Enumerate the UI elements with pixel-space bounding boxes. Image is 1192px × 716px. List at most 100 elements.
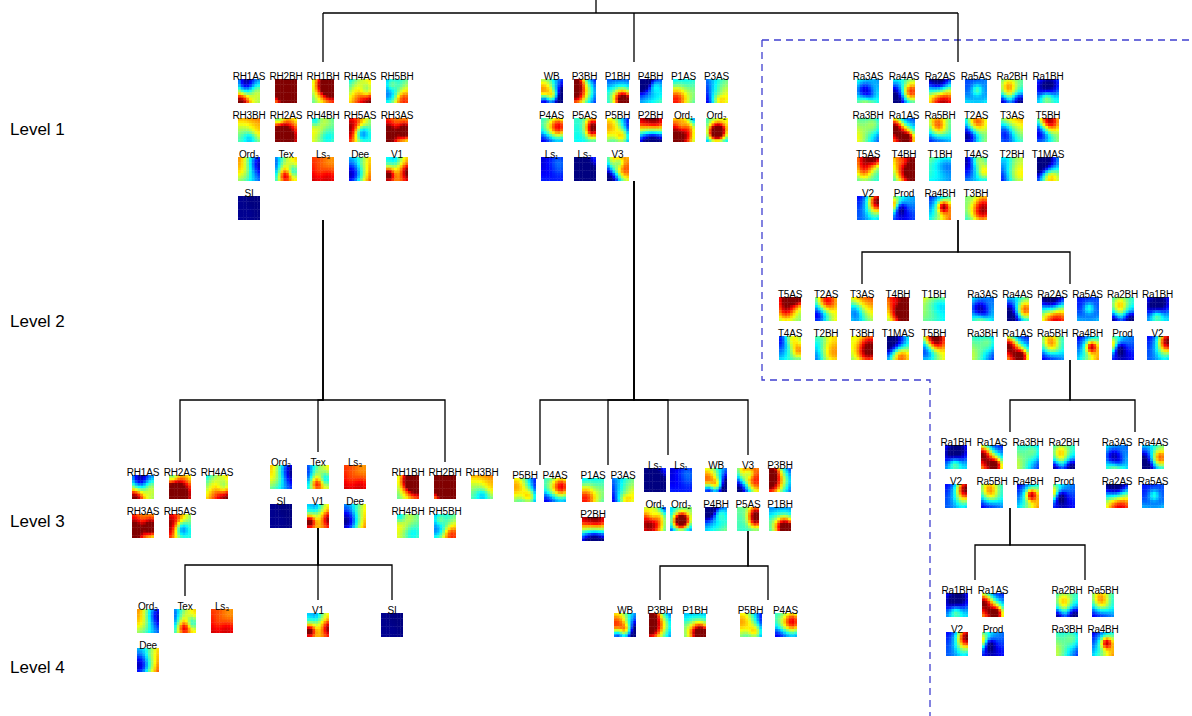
heatmap-thumbnail (312, 157, 334, 181)
heatmap-cell (689, 79, 692, 82)
heatmap-cell (549, 131, 552, 134)
heatmap-cell (255, 118, 258, 121)
heatmap-cell (686, 82, 689, 85)
heatmap-cell (717, 95, 720, 98)
heatmap-cell (725, 90, 728, 93)
heatmap-cell (557, 129, 560, 132)
heatmap-cell (642, 92, 645, 95)
heatmap-cell (403, 131, 406, 134)
heatmap-cell (656, 92, 659, 95)
heatmap-cell (554, 139, 557, 142)
heatmap-cell (329, 95, 332, 98)
heatmap-cell (360, 87, 363, 90)
heatmap-cell (640, 90, 643, 93)
heatmap-cell (255, 90, 258, 93)
heatmap-cell (554, 123, 557, 126)
heatmap-cell (352, 131, 355, 134)
heatmap-cell (329, 79, 332, 82)
heatmap-cell (331, 162, 334, 165)
heatmap-cell (278, 92, 281, 95)
heatmap-cell (656, 79, 659, 82)
heatmap-cell (318, 178, 321, 181)
heatmap-cell (257, 212, 260, 215)
heatmap-cell (252, 162, 255, 165)
heatmap-cell (684, 118, 687, 121)
heatmap-cell (400, 95, 403, 98)
heatmap-cell (587, 118, 590, 121)
heatmap-cell (681, 82, 684, 85)
heatmap-cell (574, 118, 577, 121)
heatmap-cell (355, 79, 358, 82)
heatmap-cell (257, 100, 260, 103)
heatmap-cell (315, 98, 318, 101)
heatmap-thumbnail (574, 118, 596, 142)
heatmap-cell (275, 123, 278, 126)
heatmap-cell (397, 176, 400, 179)
heatmap-cell (318, 100, 321, 103)
heatmap-cell (552, 137, 555, 140)
heatmap-cell (612, 82, 615, 85)
heatmap-cell (590, 139, 593, 142)
heatmap-cell (238, 139, 241, 142)
heatmap-cell (246, 126, 249, 129)
heatmap-cell (557, 134, 560, 137)
heatmap-cell (681, 79, 684, 82)
heatmap-cell (286, 84, 289, 87)
heatmap-cell (609, 95, 612, 98)
heatmap-cell (659, 139, 662, 142)
heatmap-cell (349, 90, 352, 93)
heatmap-cell (368, 176, 371, 179)
heatmap-cell (315, 139, 318, 142)
heatmap-cell (640, 137, 643, 140)
heatmap-cell (692, 98, 695, 101)
heatmap-cell (355, 100, 358, 103)
heatmap-cell (368, 134, 371, 137)
heatmap-cell (574, 131, 577, 134)
heatmap-cell (394, 165, 397, 168)
heatmap-cell (612, 98, 615, 101)
heatmap-cell (400, 170, 403, 173)
heatmap-cell (640, 123, 643, 126)
heatmap-cell (389, 98, 392, 101)
heatmap-cell (244, 95, 247, 98)
heatmap-cell (349, 168, 352, 171)
heatmap-cell (659, 123, 662, 126)
heatmap-cell (620, 95, 623, 98)
heatmap-cell (320, 173, 323, 176)
heatmap-cell (543, 139, 546, 142)
heatmap-cell (554, 98, 557, 101)
heatmap-cell (579, 118, 582, 121)
heatmap-cell (675, 121, 678, 124)
heatmap-cell (585, 123, 588, 126)
heatmap-cell (252, 90, 255, 93)
heatmap-thumbnail (607, 118, 629, 142)
heatmap-cell (323, 165, 326, 168)
heatmap-cell (241, 95, 244, 98)
heatmap-cell (554, 121, 557, 124)
heatmap-cell (557, 95, 560, 98)
heatmap-cell (312, 87, 315, 90)
heatmap-cell (275, 160, 278, 163)
heatmap-cell (244, 204, 247, 207)
heatmap-cell (675, 98, 678, 101)
heatmap-thumbnail (275, 157, 297, 181)
som-map: Ls₃ (305, 144, 342, 181)
heatmap-cell (386, 134, 389, 137)
heatmap-cell (238, 165, 241, 168)
heatmap-cell (645, 95, 648, 98)
heatmap-cell (400, 82, 403, 85)
heatmap-cell (323, 126, 326, 129)
heatmap-cell (349, 162, 352, 165)
heatmap-cell (400, 121, 403, 124)
heatmap-cell (549, 123, 552, 126)
heatmap-cell (557, 79, 560, 82)
heatmap-cell (403, 173, 406, 176)
heatmap-cell (640, 121, 643, 124)
heatmap-cell (292, 87, 295, 90)
heatmap-cell (405, 165, 408, 168)
heatmap-cell (397, 82, 400, 85)
map-label: Ls₃ (316, 149, 330, 161)
heatmap-cell (552, 98, 555, 101)
heatmap-cell (394, 90, 397, 93)
heatmap-cell (582, 118, 585, 121)
